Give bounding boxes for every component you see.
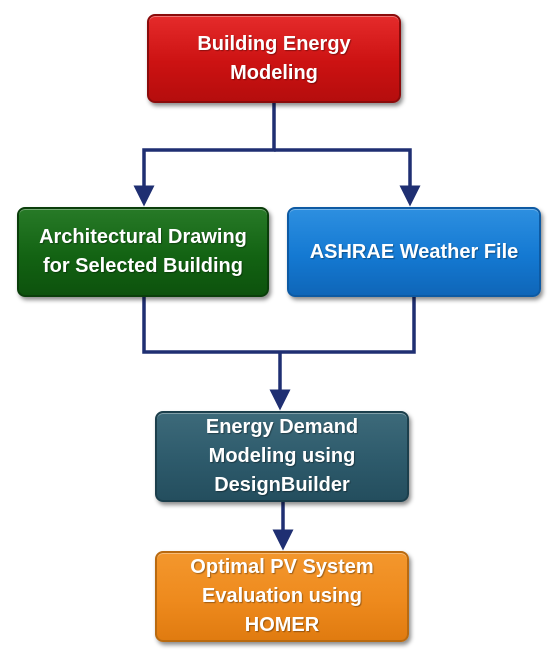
node-label: Optimal PV System Evaluation using HOMER [190, 556, 374, 636]
node-label: Architectural Drawing for Selected Build… [39, 226, 247, 277]
node-energy-demand-modeling: Energy Demand Modeling using DesignBuild… [155, 411, 409, 502]
connector-top-split [133, 103, 276, 207]
node-architectural-drawing: Architectural Drawing for Selected Build… [17, 207, 269, 297]
node-label: ASHRAE Weather File [309, 240, 519, 263]
node-building-energy-modeling: Building Energy Modeling [147, 14, 401, 103]
node-label: Energy Demand Modeling using DesignBuild… [205, 416, 359, 496]
connector-top-split-right [274, 148, 421, 207]
node-ashrae-weather-file: ASHRAE Weather File [287, 207, 541, 297]
node-optimal-pv-evaluation: Optimal PV System Evaluation using HOMER [155, 551, 409, 642]
connector-merge [142, 297, 416, 354]
node-label: Building Energy Modeling [197, 32, 351, 84]
